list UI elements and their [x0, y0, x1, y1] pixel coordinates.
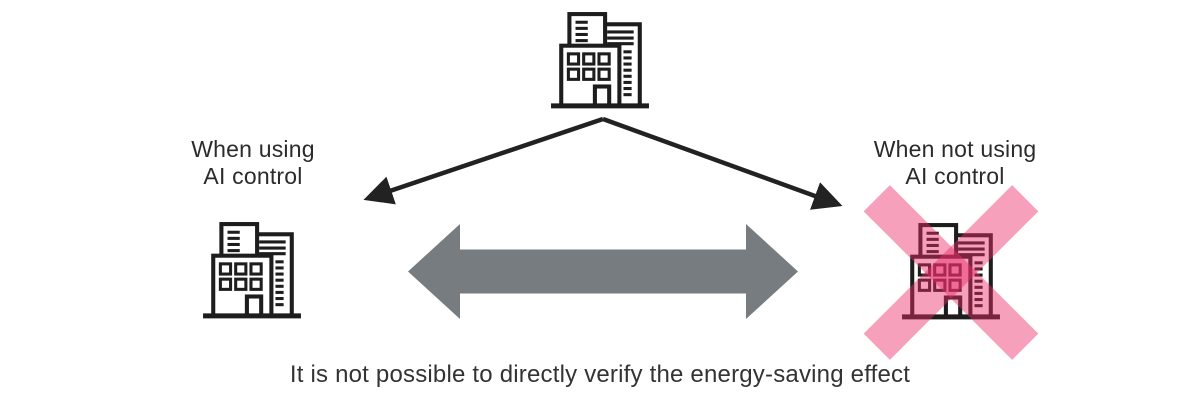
split-arrows-icon [363, 116, 843, 210]
left-branch-label-line2: AI control [203, 163, 303, 189]
source-building-icon [549, 12, 651, 110]
right-branch-label: When not using AI control [852, 136, 1058, 190]
caption-text: It is not possible to directly verify th… [289, 361, 911, 388]
double-headed-arrow-icon [408, 224, 798, 319]
right-branch-label-line2: AI control [905, 163, 1005, 189]
left-branch-label-line1: When using [191, 136, 315, 162]
left-building-icon [201, 222, 303, 320]
left-branch-label: When using AI control [150, 136, 356, 190]
right-branch-label-line1: When not using [873, 136, 1037, 162]
